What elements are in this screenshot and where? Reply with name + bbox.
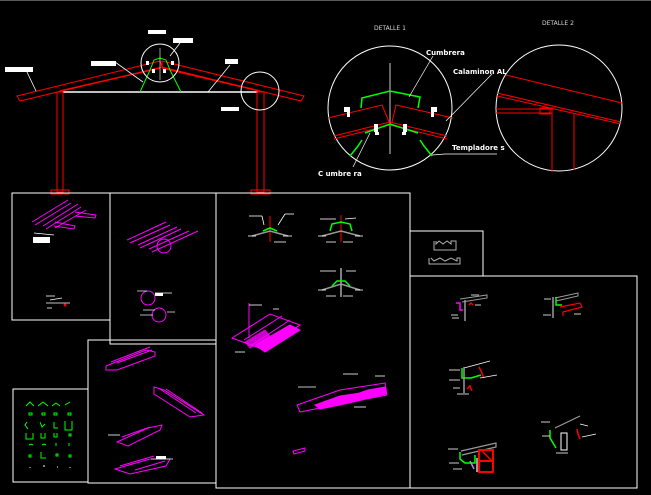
detail-1-fasteners xyxy=(344,107,437,135)
eave-detail-5 xyxy=(541,415,597,454)
detail-callout xyxy=(156,238,172,254)
eave-detail-3 xyxy=(449,360,498,395)
detail-2-callout-circle xyxy=(240,71,280,111)
upper-sheet-left xyxy=(327,104,390,123)
ridge-cap xyxy=(360,90,421,109)
sheet-iso-a xyxy=(105,349,156,371)
label-tag xyxy=(33,237,50,243)
ridge-fasteners xyxy=(146,61,174,73)
label-tag xyxy=(91,61,116,66)
detail-2-rafter-bot xyxy=(496,95,622,125)
profile-1 xyxy=(433,240,457,251)
right-rafter-inner xyxy=(161,67,261,92)
eave-detail-1 xyxy=(451,294,488,321)
frame-2-content xyxy=(126,221,199,323)
right-column xyxy=(256,91,265,193)
elevation-label-tags xyxy=(5,30,239,111)
label-cumbrera-top: Cumbrera xyxy=(426,49,465,57)
right-rafter xyxy=(161,60,305,102)
detail-1-circle xyxy=(327,45,453,171)
detail-callout xyxy=(140,290,156,306)
left-column-base xyxy=(50,189,70,195)
profile-2 xyxy=(428,257,461,265)
sheet-iso-b xyxy=(153,386,206,418)
left-rafter xyxy=(16,60,163,102)
accessories-catalog xyxy=(24,401,73,468)
label-tag xyxy=(221,107,239,111)
label-tag xyxy=(5,67,33,72)
detail-1-title: DETALLE 1 xyxy=(374,25,406,32)
detail-2-connector xyxy=(539,107,551,115)
fixing-detail xyxy=(46,295,70,309)
label-templadores: Templadore s xyxy=(452,144,505,152)
tensioner-right xyxy=(419,139,433,157)
sheet-iso-c xyxy=(115,424,163,447)
sheet-assembly-iso-1 xyxy=(230,303,302,353)
eave-details xyxy=(448,292,597,473)
left-rafter-inner xyxy=(59,67,161,92)
sheet-assembly-iso-2 xyxy=(296,373,388,413)
detail-2-top-sheet xyxy=(505,74,623,104)
frame-sheet-isometric-1[interactable] xyxy=(11,192,111,321)
lower-sheet-left-2 xyxy=(333,124,448,140)
label-tag xyxy=(173,38,193,43)
eave-detail-2 xyxy=(543,292,583,318)
detail-2-circle xyxy=(495,44,623,172)
window-top-border xyxy=(0,0,651,1)
elevation-leaders xyxy=(26,42,231,93)
label-calaminon: Calaminon AL xyxy=(453,68,507,76)
frame-profiles[interactable] xyxy=(409,230,484,277)
frame-accessories[interactable] xyxy=(12,388,89,483)
lower-flashing xyxy=(364,123,419,134)
label-tag xyxy=(225,59,238,64)
ridge-section-3 xyxy=(318,268,363,297)
roof-elevation xyxy=(5,30,305,195)
tensioner-left xyxy=(349,139,363,157)
eave-detail-4 xyxy=(448,442,497,473)
label-cumbrera-bottom: C umbre ra xyxy=(318,170,362,178)
detail-2: DETALLE 2 xyxy=(495,20,623,172)
detail-1-leaders xyxy=(352,55,497,168)
frame-ridge-details[interactable] xyxy=(215,192,411,489)
upper-sheet-right xyxy=(391,104,454,123)
sheet-frames xyxy=(11,192,638,489)
frame-eave-details[interactable] xyxy=(409,275,638,489)
label-tag xyxy=(148,30,166,34)
frame-1-content xyxy=(31,199,97,309)
right-column-base xyxy=(250,189,271,195)
sheet-profiles xyxy=(428,240,461,265)
lower-sheet-left xyxy=(333,121,448,137)
ridge-section-2 xyxy=(318,215,363,243)
detail-2-rafter-top xyxy=(496,92,622,123)
detail-1: DETALLE 1 Cumbrera Calaminon xyxy=(318,25,507,178)
left-column xyxy=(56,91,64,193)
ridge-section-1 xyxy=(248,213,294,243)
frame-3-content xyxy=(105,346,206,475)
corrugated-sheet-iso xyxy=(31,199,97,230)
frame-sheet-isometric-2[interactable] xyxy=(109,192,217,345)
sheet-iso-d xyxy=(113,458,171,475)
detail-1-callout-circle xyxy=(140,43,180,83)
ridge-sections xyxy=(230,213,388,455)
small-piece xyxy=(292,447,306,455)
frame-sheet-isometric-3[interactable] xyxy=(87,339,217,484)
detail-2-title: DETALLE 2 xyxy=(542,20,574,27)
